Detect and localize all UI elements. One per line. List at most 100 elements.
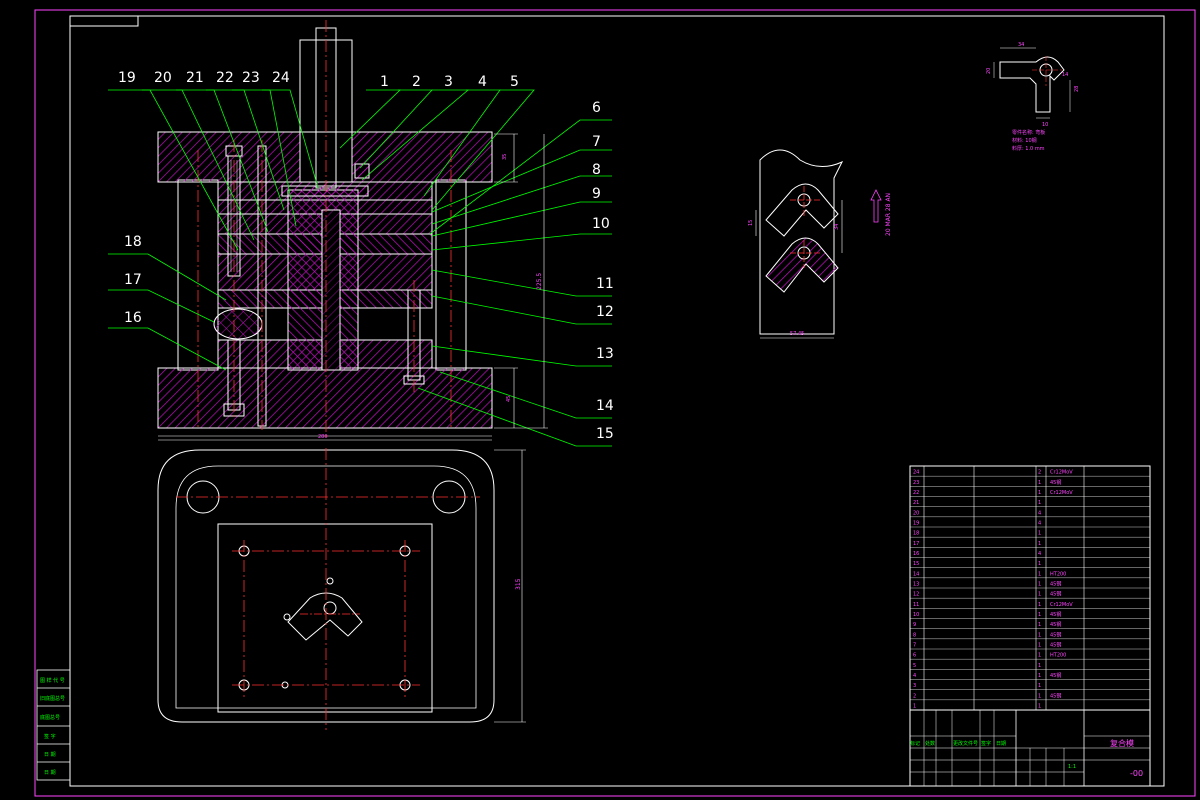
tb-head-4: 日期 [996,741,1006,747]
bom-qty-15: 1 [1038,561,1041,567]
dim-strip-pitch: 34 [834,224,840,230]
bom-no-3: 3 [913,683,916,689]
tb-head-1: 处数 [925,740,935,747]
bom-qty-23: 1 [1038,480,1041,486]
left-strip-0: 图 样 代 号 [40,677,65,684]
section-dimensions [158,133,548,441]
part-number-5: 5 [510,74,519,90]
bom-qty-10: 1 [1038,612,1041,618]
bom-no-6: 6 [913,653,916,659]
part-number-12: 12 [596,304,614,320]
drawing-number: -00 [1130,769,1143,778]
tb-head-3: 签字 [981,740,991,747]
part-number-2: 2 [412,74,421,90]
bom-spec-24: Cr12MoV [1050,470,1073,476]
part-number-13: 13 [596,346,614,362]
left-strip-5: 日 期 [44,770,56,776]
bom-spec-10: 45钢 [1050,611,1061,618]
dim-die-height: 225.5 [536,273,543,290]
bom-qty-17: 1 [1038,541,1041,547]
dim-overall-width: 280 [318,434,328,440]
bom-no-2: 2 [913,693,916,699]
bom-no-18: 18 [913,531,919,537]
bom-qty-8: 1 [1038,632,1041,638]
bom-qty-7: 1 [1038,643,1041,649]
bom-spec-12: 45钢 [1050,591,1061,598]
tb-head-2: 更改文件号 [953,740,978,747]
left-strip-4: 日 期 [44,752,56,758]
bom-qty-3: 1 [1038,683,1041,689]
bom-qty-19: 4 [1038,521,1041,527]
bom-spec-8: 45钢 [1050,631,1061,638]
bom-qty-21: 1 [1038,500,1041,506]
dim-strip-width: 57.45 [790,331,804,337]
left-margin-table: 图 样 代 号 旧底图总号 底图总号 签 字 日 期 日 期 [36,669,71,781]
dimension-texts: 280 225.5 35 45 315 57.45 34 15 20 MAR 2… [318,42,1080,590]
bom-qty-18: 1 [1038,531,1041,537]
bom-no-7: 7 [913,643,916,649]
part-number-15: 15 [596,426,614,442]
part-number-20: 20 [154,70,172,86]
dim-plan-height: 315 [515,578,522,590]
dim-top-plate: 35 [502,154,508,160]
bom-no-8: 8 [913,632,916,638]
part-drawing [993,47,1071,119]
part-dim-2: 10 [1042,122,1048,128]
bom-no-20: 20 [913,510,919,516]
bom-spec-2: 45钢 [1050,692,1061,699]
bom-qty-22: 1 [1038,490,1041,496]
part-number-1: 1 [380,74,389,90]
bom-spec-23: 45钢 [1050,479,1061,486]
bom-spec-6: HT200 [1050,653,1066,659]
bom-qty-13: 1 [1038,582,1041,588]
left-strip-3: 签 字 [44,733,56,740]
bom-qty-14: 1 [1038,571,1041,577]
bom-spec-13: 45钢 [1050,581,1061,588]
part-number-16: 16 [124,310,142,326]
bom-qty-2: 1 [1038,693,1041,699]
bom-no-9: 9 [913,622,916,628]
left-strip-2: 底图总号 [40,714,60,721]
part-number-17: 17 [124,272,142,288]
bom-spec-7: 45钢 [1050,642,1061,649]
bom-no-16: 16 [913,551,919,557]
dim-strip-left: 15 [748,220,754,226]
drawing-scale: 1:1 [1068,764,1076,770]
part-number-9: 9 [592,186,601,202]
bom-qty-20: 4 [1038,510,1041,516]
part-number-14: 14 [596,398,614,414]
part-number-11: 11 [596,276,614,292]
bom-spec-11: Cr12MoV [1050,602,1073,608]
bom-spec-4: 45钢 [1050,672,1061,679]
part-number-24: 24 [272,70,290,86]
part-number-8: 8 [592,162,601,178]
bom-no-15: 15 [913,561,919,567]
bom-no-21: 21 [913,500,919,506]
part-number-3: 3 [444,74,453,90]
bom-no-10: 10 [913,612,919,618]
bom-no-4: 4 [913,673,916,679]
sheet-frame [34,9,1196,797]
part-dim-4: 28 [1074,86,1080,92]
bom-qty-5: 1 [1038,663,1041,669]
part-note-1: 材料: 10钢 [1012,137,1037,144]
bom-no-5: 5 [913,663,916,669]
part-note-2: 料厚: 1.0 mm [1012,145,1045,152]
bom-qty-9: 1 [1038,622,1041,628]
bom-spec-9: 45钢 [1050,621,1061,628]
part-number-18: 18 [124,234,142,250]
bom-qty-24: 2 [1038,470,1041,476]
plan-view [157,448,526,730]
bom-no-17: 17 [913,541,919,547]
bom-qty-6: 1 [1038,653,1041,659]
bom-no-11: 11 [913,602,919,608]
strip-layout-view [755,149,882,339]
dim-bottom-plate: 45 [506,396,512,402]
bom-no-14: 14 [913,571,919,577]
bom-qty-16: 4 [1038,551,1041,557]
bom-qty-1: 1 [1038,704,1041,710]
part-number-6: 6 [592,100,601,116]
